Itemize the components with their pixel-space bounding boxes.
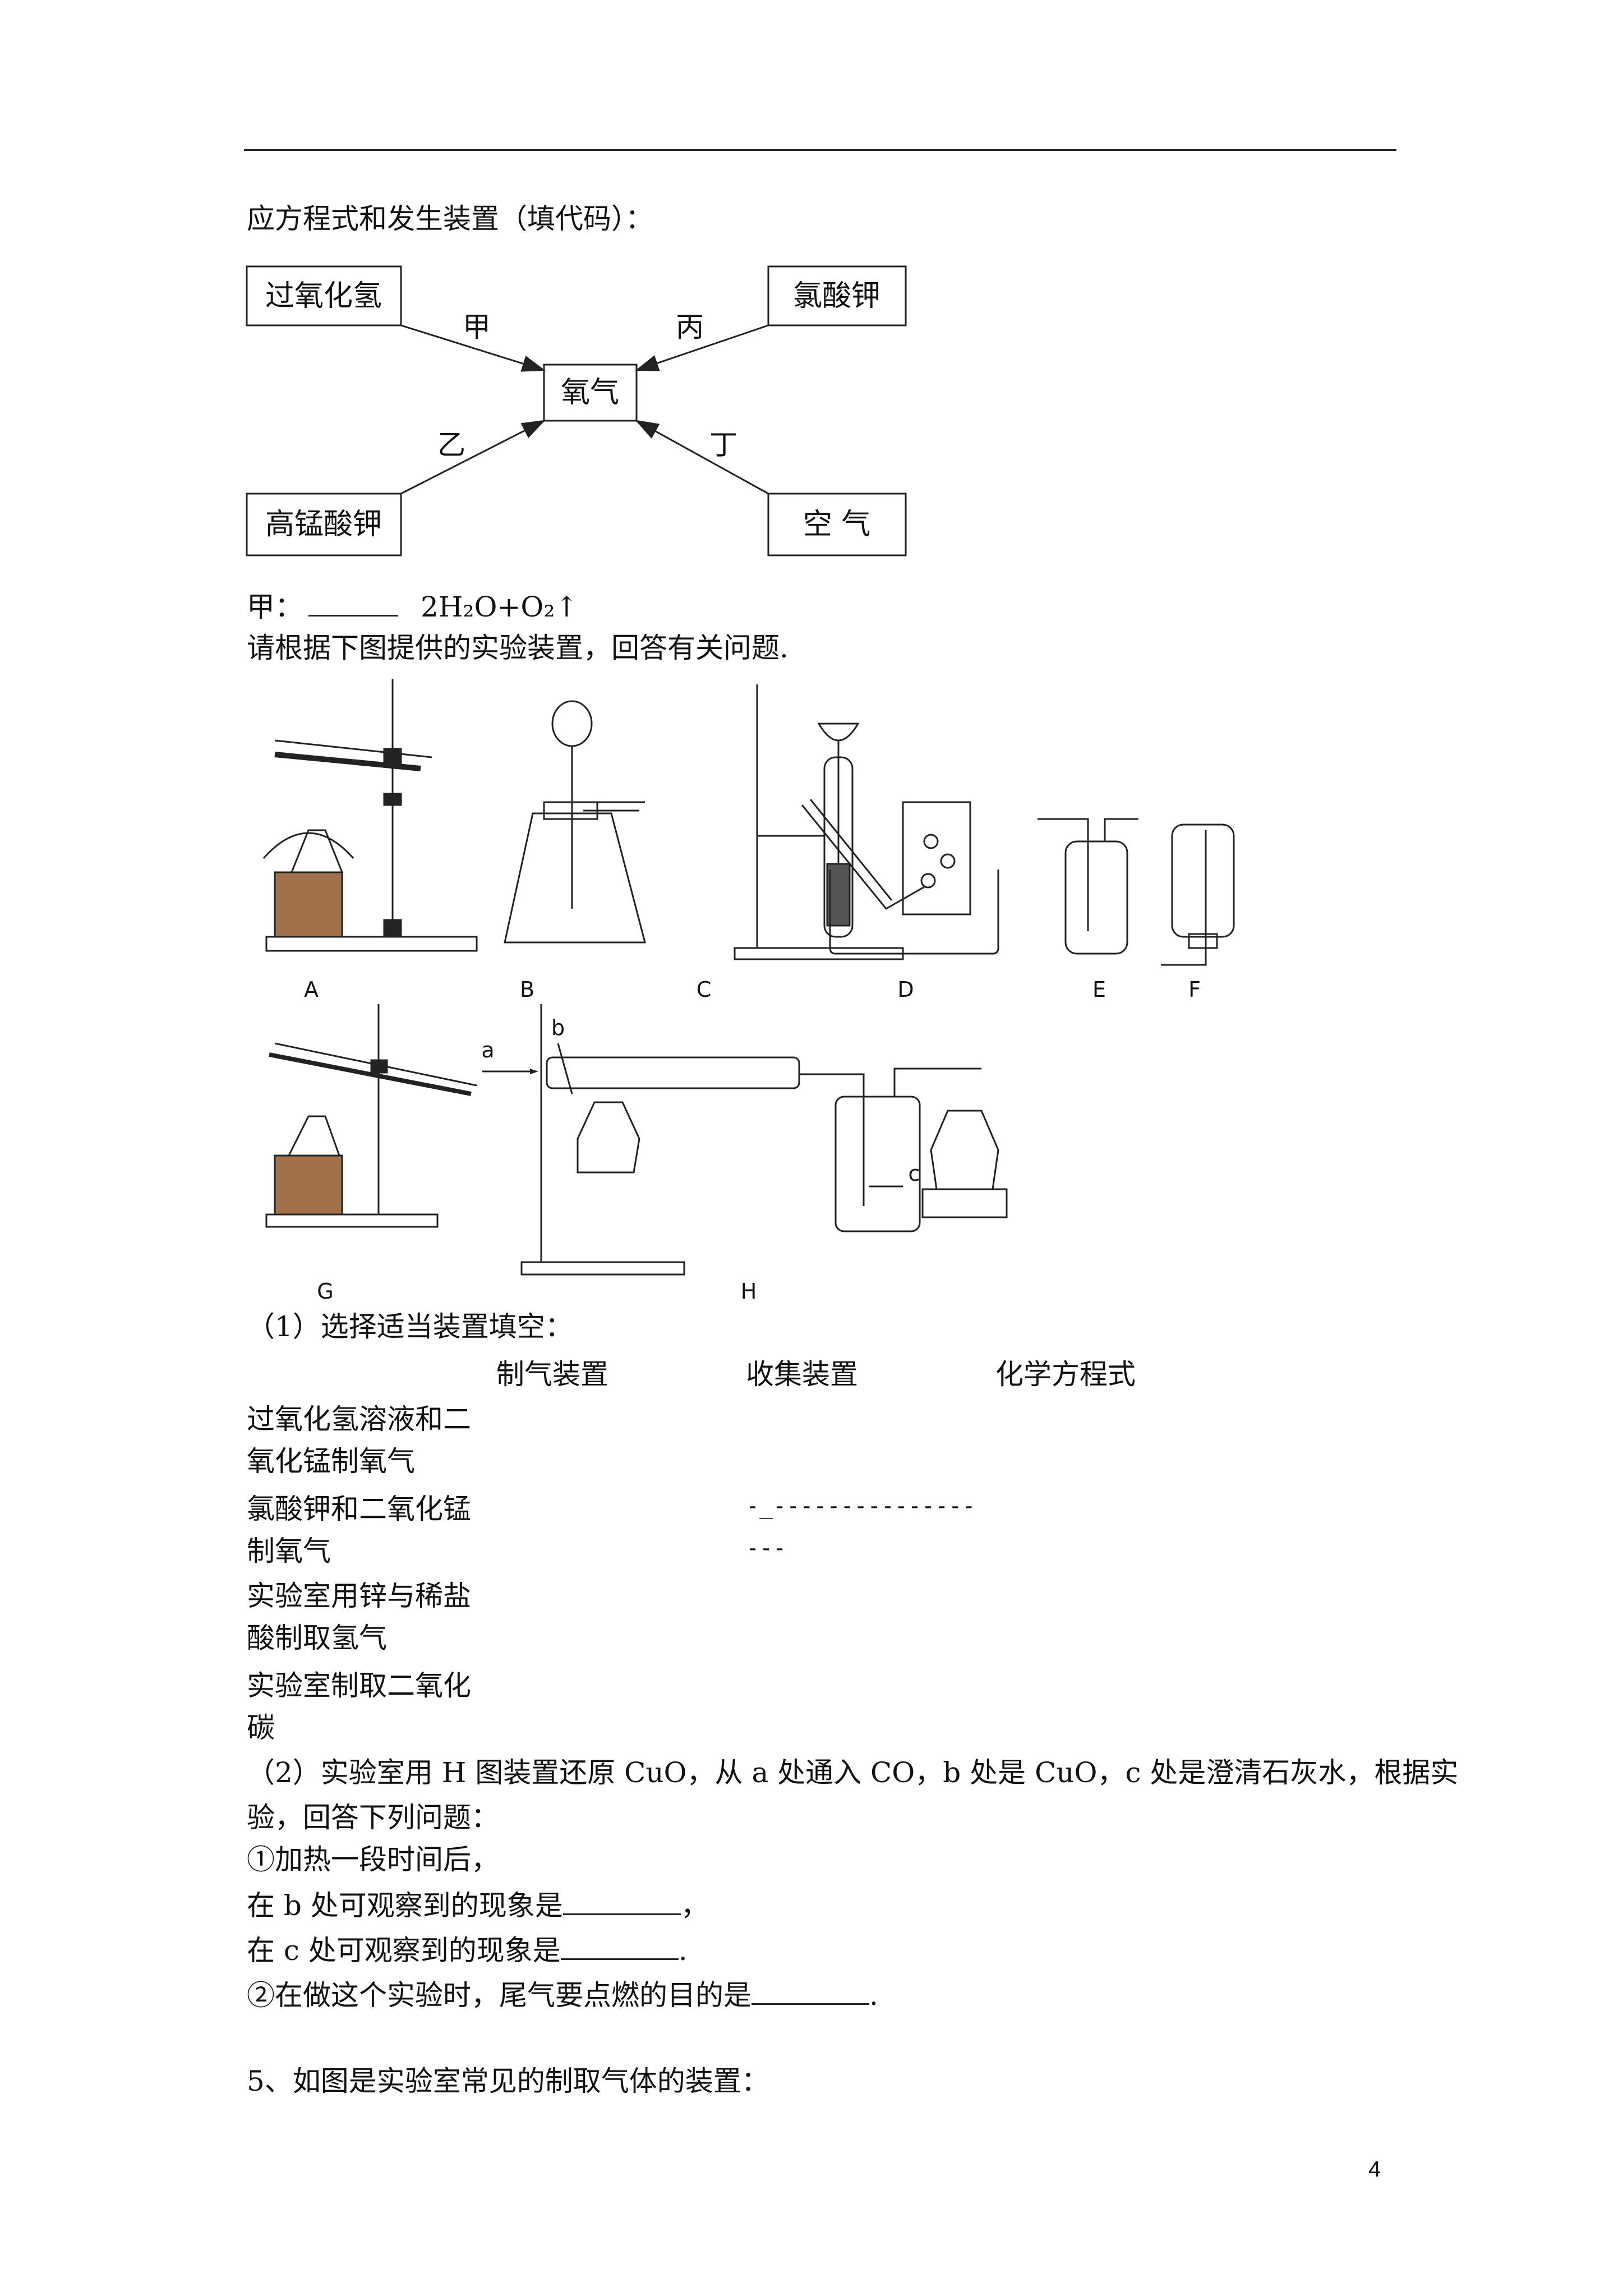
- label-b: B: [520, 977, 534, 1002]
- q1-col-generation: 制气装置: [496, 1358, 608, 1391]
- q1-col-equation: 化学方程式: [995, 1358, 1136, 1391]
- box-oxygen-label: 氧气: [561, 376, 619, 409]
- q2-blank-c[interactable]: [560, 1932, 679, 1960]
- q2-line4-text: 在 b 处可观察到的现象是: [247, 1889, 563, 1922]
- box-h2o2-label: 过氧化氢: [265, 279, 382, 313]
- q2-blank-b[interactable]: [562, 1888, 681, 1915]
- label-e: E: [1092, 977, 1106, 1002]
- apparatus-h: [482, 1004, 1008, 1276]
- equation-line: 甲： 2H₂O+O₂↑: [247, 589, 578, 624]
- label-bing: 丙: [676, 311, 704, 343]
- apparatus-figure-top: A B C D E F: [262, 679, 1235, 1002]
- header-rule: [244, 149, 1396, 151]
- arrow-jia: [400, 324, 546, 372]
- q2-line5: 在 c 处可观察到的现象是.: [247, 1932, 688, 1967]
- label-ding: 丁: [709, 429, 737, 461]
- q1-row2-dash2: ---: [746, 1535, 787, 1561]
- q2-line1: （2）实验室用 H 图装置还原 CuO，从 a 处通入 CO，b 处是 CuO，…: [247, 1756, 1459, 1789]
- box-kclo3: [767, 265, 907, 326]
- box-oxygen: [543, 364, 638, 422]
- q1-row2-line1: 氯酸钾和二氧化锰: [247, 1493, 471, 1525]
- q1-col-collection: 收集装置: [746, 1358, 858, 1391]
- q2-line4-end: ，: [680, 1889, 709, 1922]
- arrow-bing: [635, 324, 769, 371]
- intro-line: 应方程式和发生装置（填代码）：: [247, 203, 653, 235]
- apparatus-a: [262, 679, 478, 952]
- q1-heading: （1）选择适当装置填空：: [247, 1310, 573, 1343]
- q2-blank-tail-gas[interactable]: [751, 1977, 869, 2005]
- q2-line3: ①加热一段时间后，: [247, 1843, 499, 1876]
- q2-line2: 验，回答下列问题：: [247, 1801, 499, 1834]
- mark-a: a: [481, 1038, 494, 1062]
- box-kmno4: [246, 493, 402, 556]
- oxygen-diagram: 过氧化氢 氯酸钾 氧气 高锰酸钾 空 气 甲 丙 乙 丁: [246, 265, 907, 556]
- label-jia: 甲: [463, 311, 491, 343]
- equation-blank: [308, 589, 398, 616]
- page-number: 4: [1368, 2157, 1381, 2182]
- box-h2o2: [246, 265, 402, 326]
- equation-text: 2H₂O+O₂↑: [421, 591, 579, 623]
- apparatus-c: [734, 684, 904, 960]
- label-a: A: [304, 977, 319, 1002]
- q1-row1-line1: 过氧化氢溶液和二: [247, 1403, 471, 1435]
- box-kmno4-label: 高锰酸钾: [265, 508, 382, 541]
- arrow-ding: [635, 420, 769, 495]
- apparatus-g: [265, 1004, 477, 1228]
- arrow-yi: [400, 420, 546, 495]
- apparatus-e: [1038, 818, 1138, 955]
- q1-row3-line2: 酸制取氢气: [247, 1622, 387, 1654]
- apparatus-intro: 请根据下图提供的实验装置，回答有关问题.: [247, 632, 789, 664]
- label-d: D: [897, 977, 914, 1002]
- equation-prefix: 甲：: [247, 591, 303, 623]
- label-g: G: [317, 1279, 333, 1304]
- mark-c: c: [909, 1161, 920, 1186]
- mark-b: b: [551, 1015, 565, 1040]
- q2-line6: ②在做这个实验时，尾气要点燃的目的是.: [247, 1977, 878, 2012]
- q1-row4-line1: 实验室制取二氧化: [247, 1669, 471, 1702]
- box-air: [767, 493, 907, 556]
- label-c: C: [697, 977, 712, 1002]
- label-yi: 乙: [437, 429, 465, 461]
- apparatus-b: [504, 700, 646, 944]
- apparatus-f: [1161, 823, 1235, 966]
- q2-line5-end: .: [678, 1934, 688, 1967]
- q1-row1-line2: 氧化锰制氧气: [247, 1445, 415, 1478]
- label-f: F: [1188, 977, 1201, 1002]
- box-kclo3-label: 氯酸钾: [793, 279, 880, 313]
- q1-row3-line1: 实验室用锌与稀盐: [247, 1580, 471, 1612]
- box-air-label: 空 气: [803, 508, 871, 541]
- q2-line6-end: .: [869, 1979, 878, 2012]
- q1-row2-dash1: -_---------------: [746, 1493, 976, 1519]
- label-h: H: [741, 1279, 757, 1304]
- q5-line: 5、如图是实验室常见的制取气体的装置：: [247, 2065, 769, 2097]
- q2-line5-text: 在 c 处可观察到的现象是: [247, 1934, 561, 1967]
- q2-line6-text: ②在做这个实验时，尾气要点燃的目的是: [247, 1979, 751, 2012]
- q2-line4: 在 b 处可观察到的现象是 ，: [247, 1888, 709, 1922]
- q1-row4-line2: 碳: [247, 1711, 275, 1744]
- apparatus-d: [801, 799, 999, 955]
- q1-row2-line2: 制氧气: [247, 1535, 331, 1567]
- apparatus-figure-bottom: a b c G H: [265, 1004, 1008, 1304]
